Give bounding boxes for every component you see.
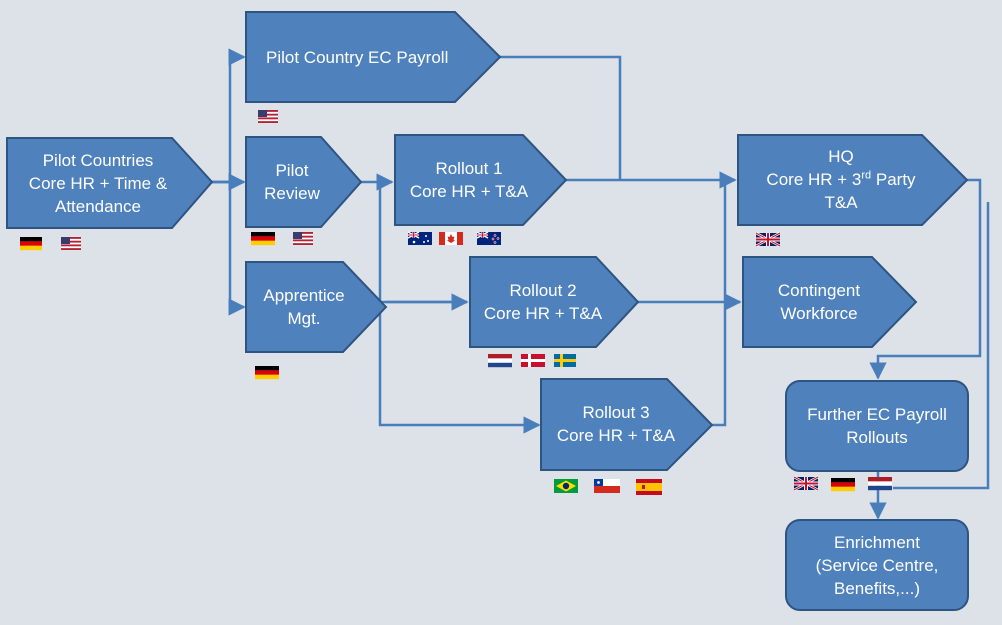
rollout2-label: Rollout 2 Core HR + T&A <box>472 259 614 345</box>
pilot-countries-box[interactable] <box>6 137 214 229</box>
enrichment-box[interactable] <box>785 519 969 611</box>
uk-flag <box>755 231 781 248</box>
apprentice-box[interactable] <box>245 261 388 353</box>
rollout3-label: Rollout 3 Core HR + T&A <box>543 381 689 467</box>
pilot-review-box[interactable] <box>245 136 363 228</box>
connector-flags-to-further-ec <box>893 202 990 490</box>
usa-flag <box>258 110 278 123</box>
usa-flag <box>61 237 81 250</box>
connector-rollout3-merge <box>712 180 727 427</box>
contingent-box[interactable] <box>742 256 918 348</box>
hq-line-2-pre: Core HR + 3 <box>766 169 862 189</box>
hq-line-3: T&A <box>824 192 858 212</box>
pilot-review-label: Pilot Review <box>248 139 336 225</box>
further-ec-label: Further EC Payroll Rollouts <box>787 382 967 470</box>
usa-flag <box>293 232 313 245</box>
apprentice-label: Apprentice Mgt. <box>248 264 360 350</box>
pilot-review-line-1: Pilot <box>275 161 309 180</box>
pilot-countries-label: Pilot Countries Core HR + Time & Attenda… <box>14 140 182 226</box>
further-ec-line-1: Further EC Payroll <box>807 405 947 424</box>
netherlands-flag <box>488 354 512 368</box>
contingent-line-1: Contingent <box>777 281 861 300</box>
brazil-flag <box>554 479 578 493</box>
pilot-countries-line-3: Attendance <box>54 196 141 216</box>
rollout3-box[interactable] <box>540 378 714 471</box>
hq-box[interactable] <box>737 134 969 226</box>
pilot-countries-line-1: Pilot Countries <box>42 150 154 170</box>
canada-flag <box>439 232 463 245</box>
connector-hq-to-further-ec <box>869 178 982 380</box>
flags <box>20 110 892 495</box>
hq-line-2: Core HR + 3rd Party <box>766 168 915 191</box>
boxes <box>6 11 969 611</box>
further-ec-box[interactable] <box>785 380 969 472</box>
contingent-label: Contingent Workforce <box>745 259 893 345</box>
rollout1-box[interactable] <box>394 134 568 226</box>
pilot-ec-payroll-line-1: Pilot Country EC Payroll <box>266 47 449 67</box>
connector-pilot-to-payroll <box>212 48 246 184</box>
hq-line-2-post: Party <box>871 169 916 189</box>
connector-review-to-rollout3 <box>378 302 541 434</box>
germany-flag <box>831 478 855 492</box>
enrichment-label: Enrichment (Service Centre, Benefits,...… <box>787 521 967 609</box>
sweden-flag <box>554 354 576 367</box>
new-zealand-flag <box>476 231 501 245</box>
pilot-ec-payroll-label: Pilot Country EC Payroll <box>266 14 486 100</box>
further-ec-line-2: Rollouts <box>846 428 908 447</box>
rollout2-line-1: Rollout 2 <box>509 281 577 300</box>
rollout1-line-1: Rollout 1 <box>435 159 503 178</box>
apprentice-line-1: Apprentice <box>263 286 345 305</box>
rollout2-box[interactable] <box>469 256 640 348</box>
hq-line-2-sup: rd <box>861 168 872 181</box>
chile-flag <box>594 479 620 493</box>
enrichment-line-1: Enrichment <box>834 532 920 552</box>
germany-flag <box>20 237 42 251</box>
contingent-line-2: Workforce <box>780 304 858 323</box>
pilot-review-line-2: Review <box>264 184 320 203</box>
pilot-ec-payroll-box[interactable] <box>245 11 502 103</box>
denmark-flag <box>521 354 545 367</box>
hq-label: HQ Core HR + 3rd Party T&A <box>740 136 942 222</box>
rollout3-line-2: Core HR + T&A <box>556 426 676 445</box>
hq-line-1: HQ <box>828 146 854 166</box>
connector-pilot-to-apprentice <box>212 180 246 316</box>
enrichment-line-2: (Service Centre, <box>815 555 939 575</box>
apprentice-line-2: Mgt. <box>287 309 321 328</box>
enrichment-line-3: Benefits,...) <box>834 578 920 598</box>
rollout2-line-2: Core HR + T&A <box>483 304 603 323</box>
pilot-countries-line-2: Core HR + Time & <box>28 173 168 193</box>
rollout1-line-2: Core HR + T&A <box>409 182 529 201</box>
australia-flag <box>407 231 432 245</box>
connector-payroll-to-hq <box>500 55 622 180</box>
germany-flag <box>255 366 279 380</box>
netherlands-flag <box>868 477 892 491</box>
rollout3-line-1: Rollout 3 <box>582 403 650 422</box>
spain-flag <box>636 479 662 495</box>
uk-flag <box>793 475 819 492</box>
germany-flag <box>251 232 275 246</box>
rollout1-label: Rollout 1 Core HR + T&A <box>397 137 541 223</box>
